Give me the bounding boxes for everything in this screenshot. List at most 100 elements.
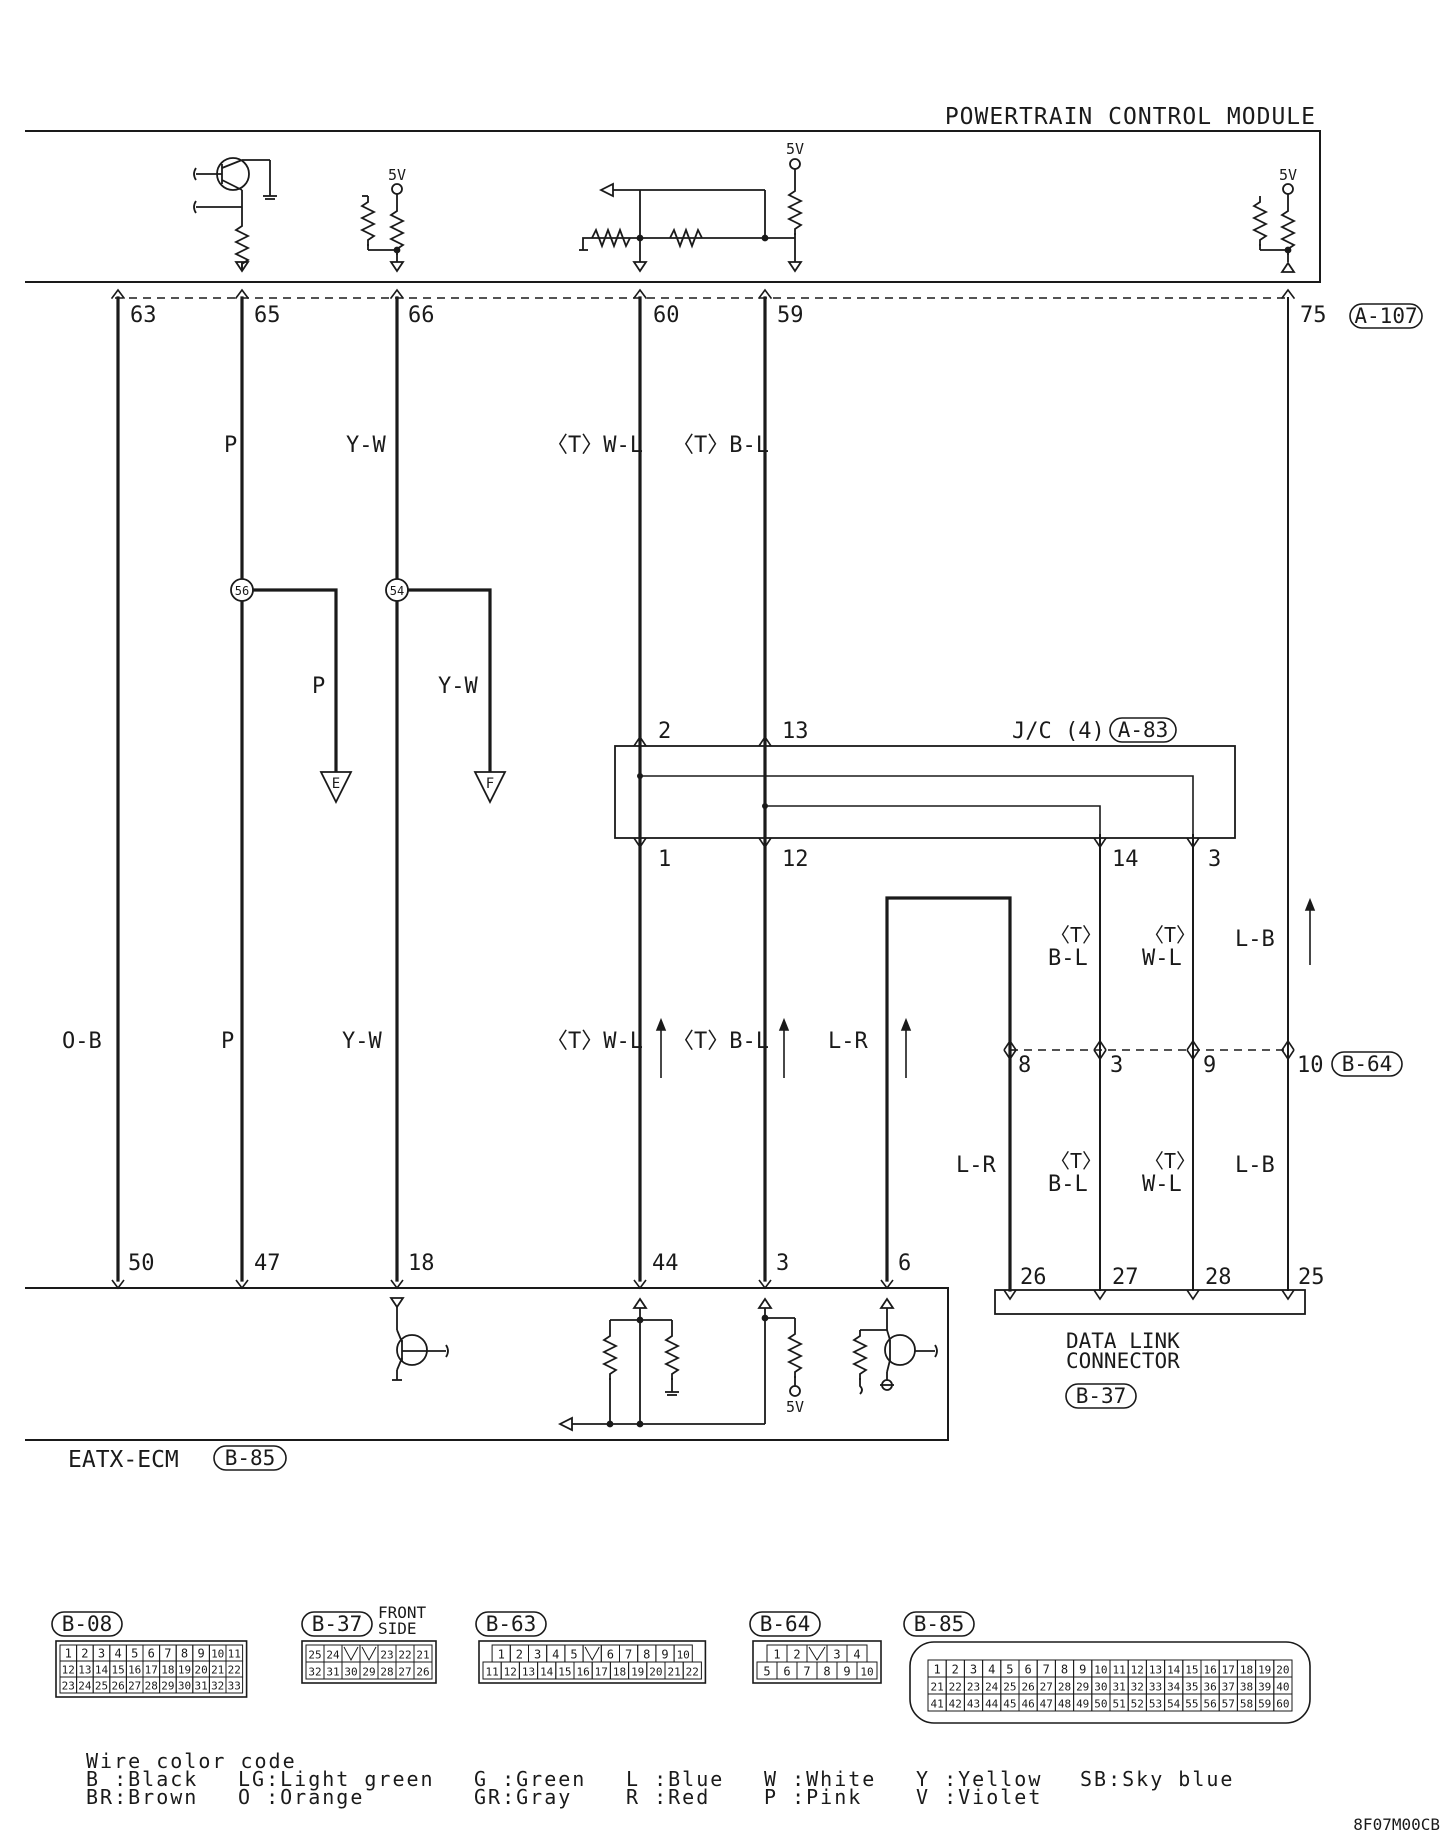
connector-cavity: 28 <box>380 1666 393 1679</box>
connector-cavity: 48 <box>1058 1698 1071 1711</box>
connector-note: SIDE <box>378 1619 417 1638</box>
connector-cavity: 22 <box>949 1681 962 1694</box>
connector-cavity: 21 <box>930 1681 943 1694</box>
connector-cavity: 43 <box>967 1698 980 1711</box>
pcm-module: POWERTRAIN CONTROL MODULE <box>25 104 1321 299</box>
svg-text:12: 12 <box>782 847 809 872</box>
svg-text:5V: 5V <box>786 140 804 158</box>
connector-cavity: 22 <box>686 1666 699 1679</box>
ecm-pins: 50 47 18 44 3 6 <box>111 1251 911 1290</box>
svg-text:L :Blue: L :Blue <box>626 1767 724 1791</box>
connector-cavity: 30 <box>178 1680 191 1693</box>
connector-cavity: 7 <box>625 1648 632 1662</box>
svg-text:3: 3 <box>1208 847 1221 872</box>
connector-cavity: 29 <box>161 1680 174 1693</box>
connector-cavity: 16 <box>576 1666 589 1679</box>
connector-cavity: 9 <box>843 1665 850 1679</box>
svg-text:Y-W: Y-W <box>346 433 386 458</box>
connector-cavity: 28 <box>1058 1681 1071 1694</box>
connector-cavity: 26 <box>1021 1681 1034 1694</box>
svg-text:26: 26 <box>1020 1265 1047 1290</box>
svg-text:〈T〉: 〈T〉 <box>1050 923 1102 947</box>
connector-cavity: 3 <box>833 1648 840 1662</box>
svg-text:63: 63 <box>130 303 157 328</box>
svg-text:2: 2 <box>658 719 671 744</box>
connector-cavity: 29 <box>362 1666 375 1679</box>
connector-cavity: 22 <box>398 1649 411 1662</box>
connector-cavity: 13 <box>1149 1664 1162 1677</box>
svg-text:V :Violet: V :Violet <box>916 1785 1042 1809</box>
svg-text:5V: 5V <box>1279 166 1297 184</box>
connector-cavity: 1 <box>933 1663 940 1677</box>
connector-cavity: 41 <box>930 1698 943 1711</box>
connector-cavity: 8 <box>823 1665 830 1679</box>
connector-cavity: 24 <box>78 1680 92 1693</box>
connector-cavity: 24 <box>326 1649 340 1662</box>
connector-cavity: 8 <box>181 1647 188 1661</box>
connector-cavity: 25 <box>95 1680 108 1693</box>
connector-cavity: 15 <box>111 1664 124 1677</box>
connector-cavity: 18 <box>161 1664 174 1677</box>
svg-text:LG:Light green: LG:Light green <box>238 1767 435 1791</box>
connector-note: FRONT <box>378 1603 427 1622</box>
connector-id-label: B-63 <box>486 1612 537 1636</box>
connector-cavity: 17 <box>595 1666 608 1679</box>
svg-text:65: 65 <box>254 303 281 328</box>
connector-cavity: 12 <box>504 1666 517 1679</box>
connector-cavity: 26 <box>416 1666 429 1679</box>
pcm-sensor-circuit <box>579 158 803 273</box>
svg-text:〈T〉: 〈T〉 <box>1144 923 1196 947</box>
connector-cavity: 5 <box>1006 1663 1013 1677</box>
connector-cavity: 11 <box>485 1666 498 1679</box>
svg-text:SB:Sky blue: SB:Sky blue <box>1080 1767 1234 1791</box>
pcm-conn-label: A-107 <box>1354 304 1417 328</box>
pcm-pullup-75 <box>1253 183 1296 273</box>
jc-label: J/C (4) <box>1012 719 1105 744</box>
connector-cavity: 47 <box>1040 1698 1053 1711</box>
svg-text:〈T〉: 〈T〉 <box>1050 1149 1102 1173</box>
svg-text:1: 1 <box>658 847 671 872</box>
svg-text:Y-W: Y-W <box>438 674 478 699</box>
connector-cavity: 9 <box>197 1647 204 1661</box>
connector-cavity: 6 <box>607 1648 614 1662</box>
connector-cavity: 55 <box>1185 1698 1198 1711</box>
svg-text:Y-W: Y-W <box>342 1029 382 1054</box>
connector-cavity: 24 <box>985 1681 999 1694</box>
connector-cavity: 35 <box>1185 1681 1198 1694</box>
connector-cavity: 59 <box>1258 1698 1271 1711</box>
connector-id-label: B-85 <box>914 1612 965 1636</box>
connector-cavity: 45 <box>1003 1698 1016 1711</box>
svg-text:P: P <box>221 1029 234 1054</box>
svg-text:〈T〉B-L: 〈T〉B-L <box>672 433 769 458</box>
dlc-conn-label: B-37 <box>1076 1384 1127 1408</box>
wire-color-code: Wire color code B :Black BR:Brown LG:Lig… <box>86 1749 1440 1834</box>
svg-text:13: 13 <box>782 719 809 744</box>
svg-text:F: F <box>486 776 494 792</box>
connector-cavity: 38 <box>1240 1681 1253 1694</box>
ecm-conn-label: B-85 <box>225 1446 276 1470</box>
connector-cavity: 50 <box>1094 1698 1107 1711</box>
connector-cavity: 11 <box>228 1648 241 1661</box>
connector-cavity: 53 <box>1149 1698 1162 1711</box>
connector-cavity: 27 <box>128 1680 141 1693</box>
connector-cavity: 4 <box>853 1648 860 1662</box>
connector-cavity: 49 <box>1076 1698 1089 1711</box>
connector-cavity: 16 <box>128 1664 141 1677</box>
connector-cavity: 34 <box>1167 1681 1181 1694</box>
svg-text:3: 3 <box>1110 1053 1123 1078</box>
ecm-title: EATX-ECM <box>68 1447 179 1473</box>
dlc-label-2: CONNECTOR <box>1066 1349 1180 1373</box>
connector-cavity: 9 <box>1079 1663 1086 1677</box>
svg-text:E: E <box>332 776 340 792</box>
svg-text:6: 6 <box>898 1251 911 1276</box>
svg-text:O-B: O-B <box>62 1029 102 1054</box>
svg-text:B :Black: B :Black <box>86 1767 198 1791</box>
ground-e-icon <box>319 771 353 805</box>
connector-cavity: 8 <box>643 1648 650 1662</box>
connector-cavity: 10 <box>1094 1664 1107 1677</box>
connector-cavity: 18 <box>613 1666 626 1679</box>
